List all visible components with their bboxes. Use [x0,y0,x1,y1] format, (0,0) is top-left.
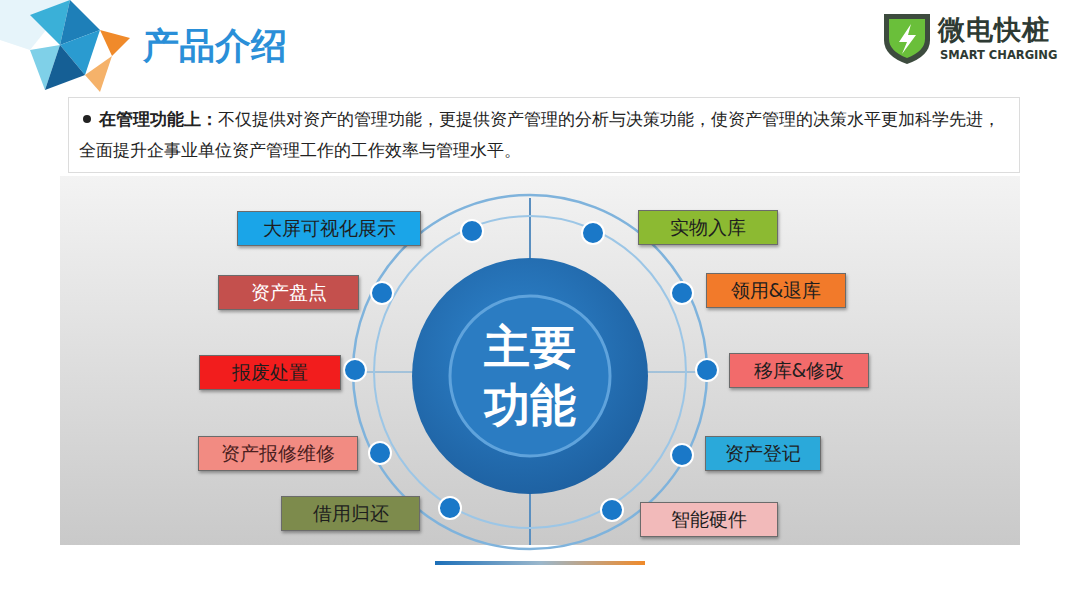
function-text: 借用归还 [313,501,389,527]
function-box: 借用归还 [281,496,420,531]
gray-panel [60,176,1020,545]
function-text: 资产报修维修 [221,441,335,467]
function-box: 移库&修改 [729,353,869,388]
core-text-wrap: 主要 功能 [480,318,580,434]
function-text: 实物入库 [670,215,746,241]
function-text: 领用&退库 [731,278,822,304]
function-text: 智能硬件 [671,507,747,533]
function-box: 资产报修维修 [198,436,358,471]
intro-paragraph: 在管理功能上：不仅提供对资产的管理功能，更提供资产管理的分析与决策功能，使资产管… [79,104,1009,166]
function-box: 大屏可视化展示 [237,211,421,246]
slide-title: 产品介绍 [143,22,287,71]
logo-subtitle: SMART CHARGING [940,48,1057,62]
function-box: 资产盘点 [218,275,359,310]
center-circle: 主要 功能 [440,296,620,456]
function-box: 资产登记 [705,436,821,471]
function-box: 智能硬件 [640,502,778,537]
function-box: 实物入库 [638,210,778,245]
corner-decoration [0,0,130,92]
core-disc [412,258,648,494]
intro-heading: 在管理功能上： [99,109,218,129]
bullet-dot [83,115,91,123]
bottom-bar [435,561,645,565]
intro-body: 不仅提供对资产的管理功能，更提供资产管理的分析与决策功能，使资产管理的决策水平更… [79,109,1000,160]
inner-ring [374,216,686,528]
ring-dots [344,220,718,521]
function-text: 大屏可视化展示 [263,216,396,242]
function-box: 领用&退库 [706,273,846,308]
function-box: 报废处置 [199,355,341,390]
logo-name: 微电快桩 [938,12,1050,48]
core-inner [450,296,610,456]
function-text: 报废处置 [232,360,308,386]
intro-box: 在管理功能上：不仅提供对资产的管理功能，更提供资产管理的分析与决策功能，使资产管… [68,97,1020,173]
function-text: 资产登记 [725,441,801,467]
logo-shield [884,14,930,64]
function-text: 资产盘点 [251,280,327,306]
function-text: 移库&修改 [754,358,845,384]
core-text: 主要 功能 [480,318,580,434]
